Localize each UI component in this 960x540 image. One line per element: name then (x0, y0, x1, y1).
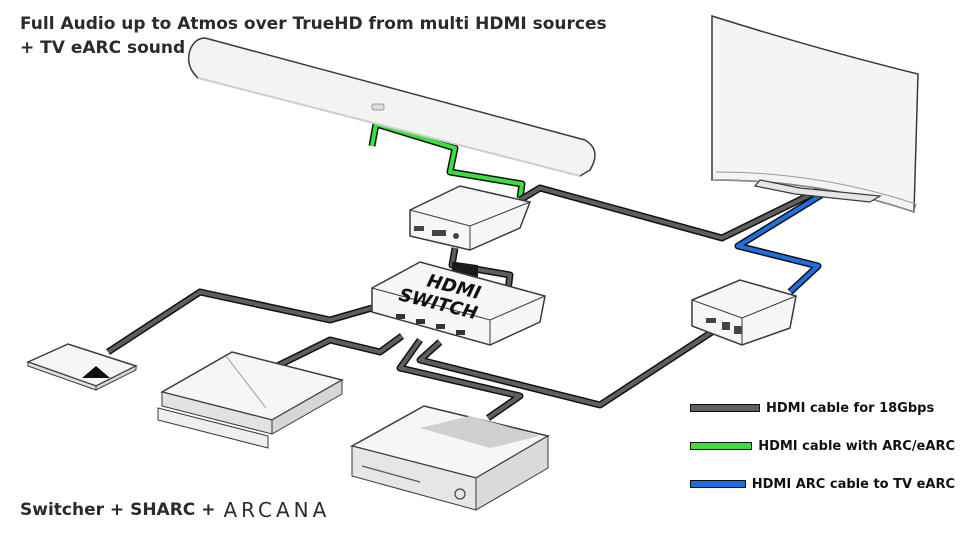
footer: Switcher + SHARC + ARCANA (20, 498, 330, 522)
port-icon (456, 330, 465, 335)
port-icon (414, 226, 424, 231)
cables-18gbps (106, 184, 822, 421)
xbox-console (349, 405, 550, 511)
streaming-box (25, 343, 138, 391)
legend-swatch-green (690, 442, 753, 450)
power-button-icon (454, 488, 466, 500)
title-line-1: Full Audio up to Atmos over TrueHD from … (20, 14, 607, 34)
cable-tv-earc (734, 189, 828, 295)
disc-slot-icon (361, 465, 421, 483)
port-icon (734, 326, 742, 334)
port-icon (453, 233, 459, 239)
port-icon (416, 319, 425, 324)
sharc-device (691, 279, 797, 346)
legend-swatch-gray (690, 404, 760, 412)
arcana-device (409, 185, 532, 278)
legend-swatch-blue (690, 480, 746, 488)
hdmi-switch: HDMI SWITCH (371, 261, 546, 346)
logo-icon (82, 366, 110, 378)
curved-tv (711, 14, 919, 214)
legend: HDMI cable for 18Gbps HDMI cable with AR… (690, 398, 955, 512)
port-icon (436, 324, 445, 329)
legend-label: HDMI cable for 18Gbps (766, 400, 935, 416)
title-line-2: + TV eARC sound (20, 38, 186, 58)
cable-soundbar-arc (368, 120, 526, 199)
soundbar (187, 37, 596, 177)
legend-label: HDMI cable with ARC/eARC (758, 438, 955, 454)
tv-stand (753, 179, 882, 203)
soundbar-led-icon (371, 103, 385, 111)
legend-item-arc: HDMI cable with ARC/eARC (690, 436, 955, 456)
port-icon (396, 314, 405, 319)
footer-text: Switcher + SHARC + (20, 500, 216, 520)
legend-item-earc: HDMI ARC cable to TV eARC (690, 474, 955, 494)
vent-grille-icon (420, 416, 540, 448)
diagram-title: Full Audio up to Atmos over TrueHD from … (20, 12, 607, 60)
playstation-console (157, 351, 344, 449)
legend-label: HDMI ARC cable to TV eARC (751, 476, 955, 492)
port-icon (432, 230, 446, 236)
legend-item-18gbps: HDMI cable for 18Gbps (690, 398, 955, 418)
brand-logo: ARCANA (223, 498, 331, 522)
port-icon (722, 322, 730, 330)
port-icon (706, 318, 716, 323)
